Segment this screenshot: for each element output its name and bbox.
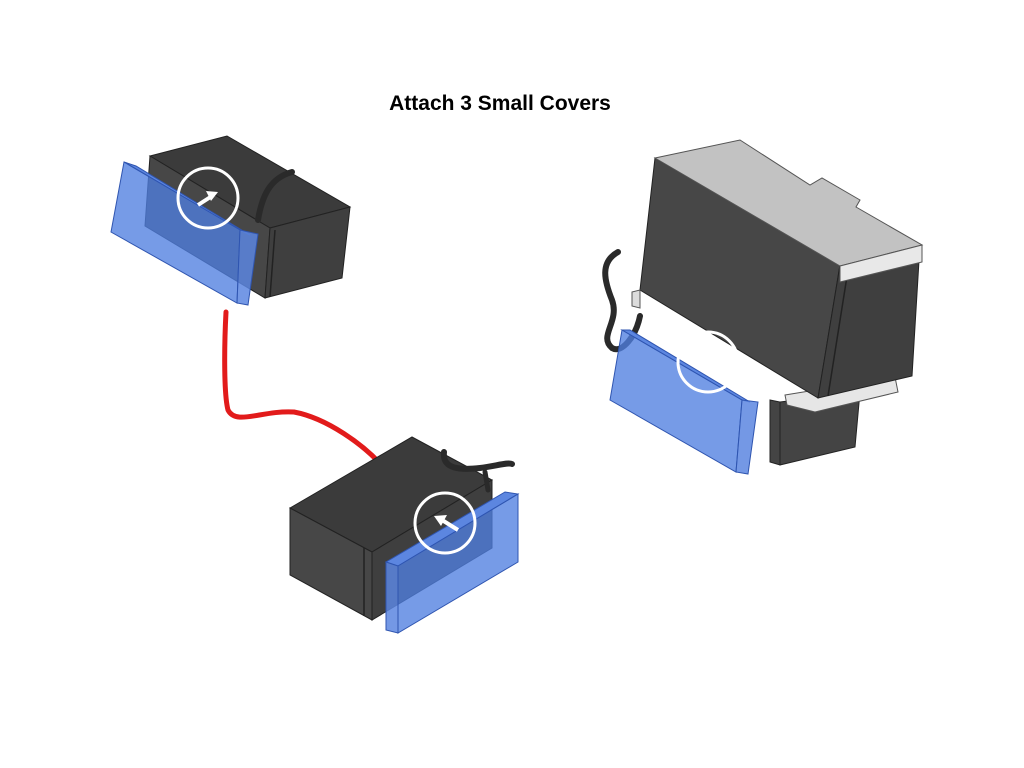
assembly-top-left	[110, 135, 352, 306]
lower-box-front	[769, 399, 781, 466]
step-title: Attach 3 Small Covers	[389, 92, 611, 115]
small-cover-2	[384, 491, 520, 634]
arrow-circle-icon	[676, 330, 740, 394]
box-side-face	[264, 206, 351, 299]
cable	[440, 449, 515, 472]
gray-rail-top	[839, 244, 923, 283]
cable	[255, 169, 295, 223]
arrow-circle-icon	[413, 491, 477, 555]
small-cover-1	[110, 161, 259, 306]
arrow-circle-icon	[176, 166, 240, 230]
assembly-bottom-center	[288, 436, 520, 634]
assembly-right	[602, 139, 924, 475]
small-cover-3	[609, 329, 759, 475]
